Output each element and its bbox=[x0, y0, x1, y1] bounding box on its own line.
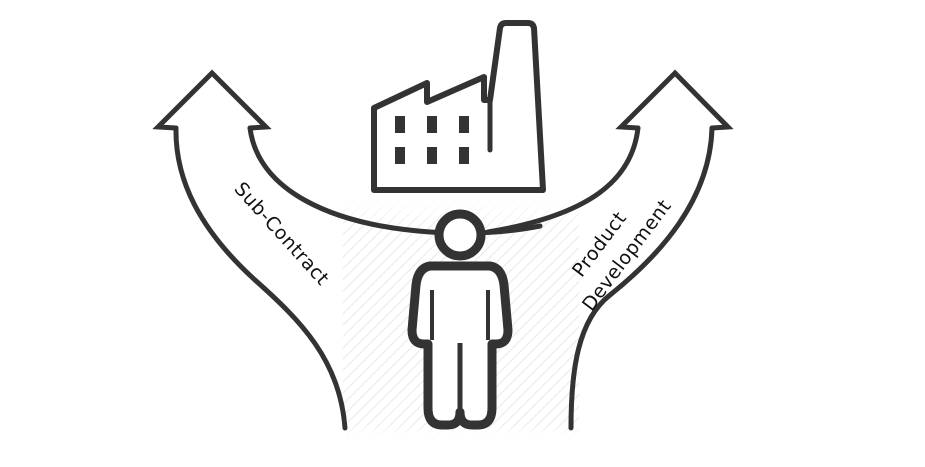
factory-icon bbox=[371, 20, 546, 193]
person-icon bbox=[407, 209, 513, 430]
arrow-up-right-icon bbox=[485, 69, 734, 431]
